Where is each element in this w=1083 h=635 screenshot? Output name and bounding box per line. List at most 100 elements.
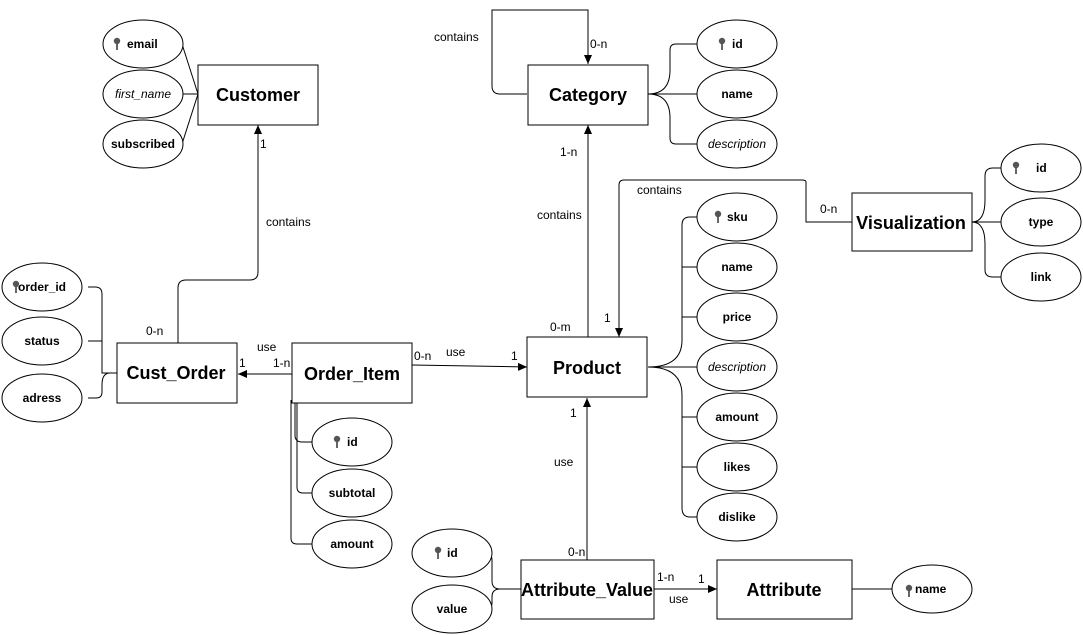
attr-orderitem-subtotal-label: subtotal bbox=[329, 486, 376, 500]
attr-product-amount-label: amount bbox=[715, 410, 758, 424]
attr-orderitem-amount-label: amount bbox=[330, 537, 373, 551]
attr-attribute-name[interactable]: name bbox=[891, 564, 973, 614]
attr-category-id[interactable]: id bbox=[696, 19, 778, 69]
attr-custorder-order-id-label: order_id bbox=[18, 280, 66, 294]
attr-product-sku-label: sku bbox=[727, 210, 748, 224]
rel-order-customer-label: contains bbox=[266, 215, 311, 229]
rel-value-product-card-product: 1 bbox=[570, 406, 577, 420]
attr-category-description-label: description bbox=[708, 137, 766, 151]
rel-value-product-label: use bbox=[554, 455, 574, 469]
rel-product-category-label: contains bbox=[537, 208, 582, 222]
attr-orderitem-id[interactable]: id bbox=[311, 417, 393, 467]
attr-category-name[interactable]: name bbox=[696, 69, 778, 119]
rel-item-product-card-item: 0-n bbox=[414, 349, 431, 363]
attr-orderitem-subtotal[interactable]: subtotal bbox=[311, 468, 393, 518]
entity-visualization-label: Visualization bbox=[856, 213, 966, 233]
orderitem-attr-lines bbox=[290, 400, 312, 545]
attr-orderitem-amount[interactable]: amount bbox=[311, 519, 393, 569]
rel-item-order-label: use bbox=[257, 340, 277, 354]
attr-product-likes-label: likes bbox=[724, 460, 751, 474]
entity-product-label: Product bbox=[553, 358, 621, 378]
rel-category-self-label: contains bbox=[434, 30, 479, 44]
rel-item-order-card-order: 1 bbox=[239, 356, 246, 370]
attr-customer-email-label: email bbox=[127, 37, 158, 51]
attr-visualization-type[interactable]: type bbox=[1000, 197, 1082, 247]
attr-product-description-label: description bbox=[708, 360, 766, 374]
attr-product-dislike[interactable]: dislike bbox=[696, 492, 778, 542]
attr-product-likes[interactable]: likes bbox=[696, 442, 778, 492]
attr-visualization-link[interactable]: link bbox=[1000, 252, 1082, 302]
entity-customer[interactable]: Customer bbox=[197, 64, 319, 126]
rel-visualization-product-card-product: 1 bbox=[604, 311, 611, 325]
attr-category-name-label: name bbox=[721, 87, 753, 101]
attr-customer-subscribed-label: subscribed bbox=[111, 137, 175, 151]
attr-orderitem-id-label: id bbox=[347, 435, 358, 449]
customer-subscribed-line bbox=[181, 93, 199, 145]
rel-value-attribute-card-value: 1-n bbox=[657, 570, 674, 584]
entity-cust-order-label: Cust_Order bbox=[126, 363, 225, 383]
orderitem-product-line bbox=[411, 362, 528, 371]
rel-product-category-card-category: 1-n bbox=[560, 145, 577, 159]
entity-product[interactable]: Product bbox=[526, 336, 648, 398]
entity-customer-label: Customer bbox=[216, 85, 300, 105]
visualization-attr-lines bbox=[971, 167, 1002, 278]
entity-category-label: Category bbox=[549, 85, 627, 105]
attr-attrvalue-id[interactable]: id bbox=[411, 528, 493, 578]
entity-attribute-value-label: Attribute_Value bbox=[521, 580, 653, 600]
attr-category-description[interactable]: description bbox=[696, 119, 778, 169]
customer-email-line bbox=[181, 43, 199, 95]
attr-customer-first-name[interactable]: first_name bbox=[102, 69, 184, 119]
attr-product-sku[interactable]: sku bbox=[696, 192, 778, 242]
rel-product-category-card-product: 0-m bbox=[550, 320, 571, 334]
attr-custorder-status-label: status bbox=[24, 334, 60, 348]
attr-customer-first-name-label: first_name bbox=[115, 87, 171, 101]
category-attr-lines bbox=[647, 43, 697, 145]
custorder-customer-line bbox=[177, 125, 262, 343]
rel-item-product-label: use bbox=[446, 345, 466, 359]
attr-visualization-id[interactable]: id bbox=[1000, 143, 1082, 193]
attr-customer-subscribed[interactable]: subscribed bbox=[102, 119, 184, 169]
attr-attribute-name-label: name bbox=[915, 582, 947, 596]
entity-visualization[interactable]: Visualization bbox=[851, 192, 973, 252]
rel-value-attribute-label: use bbox=[669, 592, 689, 606]
attr-visualization-link-label: link bbox=[1031, 270, 1052, 284]
attr-visualization-id-label: id bbox=[1036, 161, 1047, 175]
attrvalue-attr-lines bbox=[484, 552, 521, 610]
attr-product-name[interactable]: name bbox=[696, 242, 778, 292]
attr-product-price[interactable]: price bbox=[696, 292, 778, 342]
rel-item-product-card-product: 1 bbox=[511, 349, 518, 363]
rel-visualization-product-label: contains bbox=[637, 183, 682, 197]
entity-order-item[interactable]: Order_Item bbox=[291, 342, 413, 404]
attr-attrvalue-value-label: value bbox=[437, 602, 468, 616]
rel-value-product-card-value: 0-n bbox=[568, 545, 585, 559]
entity-attribute-value[interactable]: Attribute_Value bbox=[520, 559, 655, 620]
attr-product-dislike-label: dislike bbox=[718, 510, 756, 524]
rel-visualization-product-card-visualization: 0-n bbox=[820, 202, 837, 216]
attr-custorder-order-id[interactable]: order_id bbox=[1, 262, 83, 312]
attr-product-amount[interactable]: amount bbox=[696, 392, 778, 442]
rel-value-attribute-card-attribute: 1 bbox=[698, 572, 705, 586]
product-attr-lines bbox=[647, 216, 697, 518]
attr-custorder-status[interactable]: status bbox=[1, 316, 83, 366]
entity-attribute[interactable]: Attribute bbox=[716, 559, 853, 620]
attr-custorder-adress[interactable]: adress bbox=[1, 373, 83, 423]
entity-cust-order[interactable]: Cust_Order bbox=[116, 342, 238, 404]
attr-custorder-adress-label: adress bbox=[23, 391, 62, 405]
entity-attribute-label: Attribute bbox=[747, 580, 822, 600]
attr-attrvalue-value[interactable]: value bbox=[411, 584, 493, 634]
custorder-attr-lines bbox=[88, 286, 117, 399]
entity-order-item-label: Order_Item bbox=[304, 364, 400, 384]
rel-category-self-card: 0-n bbox=[590, 37, 607, 51]
category-self-loop bbox=[491, 9, 592, 95]
attr-customer-email[interactable]: email bbox=[102, 19, 184, 69]
visualization-product-line bbox=[615, 179, 852, 337]
rel-order-customer-card-order: 0-n bbox=[146, 324, 163, 338]
attr-visualization-type-label: type bbox=[1029, 215, 1054, 229]
attr-category-id-label: id bbox=[732, 37, 743, 51]
attr-product-price-label: price bbox=[723, 310, 752, 324]
rel-item-order-card-item: 1-n bbox=[273, 356, 290, 370]
attr-product-description[interactable]: description bbox=[696, 342, 778, 392]
entity-category[interactable]: Category bbox=[527, 64, 649, 126]
attr-product-name-label: name bbox=[721, 260, 753, 274]
attr-attrvalue-id-label: id bbox=[447, 546, 458, 560]
